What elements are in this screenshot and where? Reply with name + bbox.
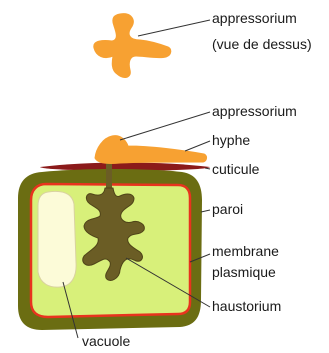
label-hyphe: hyphe	[212, 132, 250, 149]
label-haustorium: haustorium	[212, 298, 281, 315]
label-membrane-line1: membrane	[212, 243, 279, 260]
leader-paroi	[201, 210, 210, 212]
label-vacuole: vacuole	[82, 333, 130, 350]
label-paroi: paroi	[212, 201, 243, 218]
label-appressorium: appressorium	[212, 103, 297, 120]
label-cuticule: cuticule	[212, 161, 259, 178]
leader-appressorium-top	[138, 20, 210, 36]
leader-cuticule	[205, 168, 210, 169]
appressorium-top-view-shape	[94, 14, 171, 78]
leader-hyphe	[185, 141, 210, 151]
label-appressorium-top-view-line1: appressorium	[212, 10, 297, 27]
label-appressorium-top-view-line2: (vue de dessus)	[212, 36, 312, 53]
haustorium-neck	[106, 160, 112, 190]
vacuole-shape	[38, 191, 76, 287]
label-membrane-line2: plasmique	[212, 264, 276, 281]
leader-appressorium	[120, 112, 210, 140]
